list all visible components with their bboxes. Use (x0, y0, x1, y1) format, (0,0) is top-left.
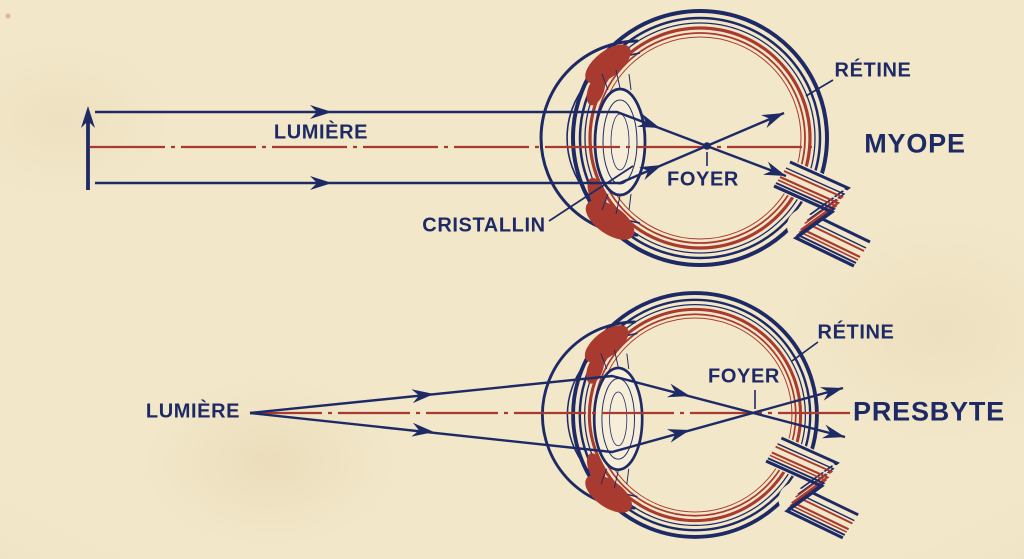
myope-title: MYOPE (864, 128, 966, 159)
presbyte-light-label: LUMIÈRE (145, 400, 241, 423)
presbyte-eye-drawing (542, 293, 858, 538)
myope-focal-point (703, 142, 711, 150)
presbyte-title: PRESBYTE (853, 396, 1005, 427)
myope-leader-lines (548, 79, 834, 222)
myope-lens-label: CRISTALLIN (422, 214, 546, 237)
myope-focus-label: FOYER (667, 168, 739, 191)
myope-light-label: LUMIÈRE (273, 121, 369, 144)
myope-eye-drawing (541, 11, 870, 266)
myope-light-rays (81, 105, 789, 190)
presbyte-light-rays (249, 374, 847, 454)
presbyte-focus-label: FOYER (708, 365, 780, 388)
presbyte-leader-lines (791, 341, 819, 362)
myope-retina-label: RÉTINE (834, 59, 912, 82)
presbyte-retina-label: RÉTINE (817, 321, 895, 344)
